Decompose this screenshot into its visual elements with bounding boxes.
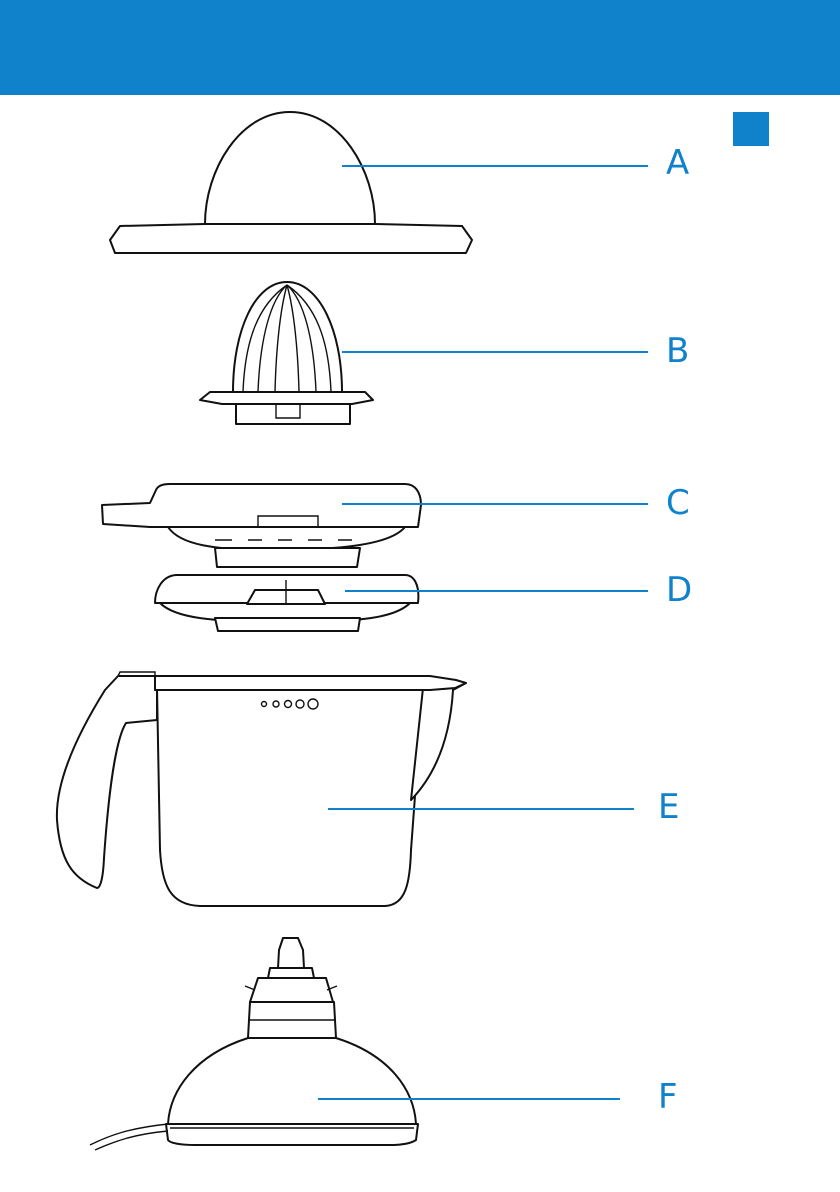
motor-unit-icon	[90, 938, 418, 1150]
part-label-d: D	[666, 573, 692, 607]
part-label-f: F	[658, 1080, 678, 1114]
part-label-a: A	[666, 146, 689, 180]
juice-jug-icon	[57, 672, 466, 906]
pulp-container-icon	[102, 484, 421, 567]
part-label-c: C	[666, 486, 690, 520]
part-label-b: B	[666, 334, 689, 368]
dust-cover-icon	[110, 112, 472, 253]
sieve-icon	[155, 575, 418, 631]
part-label-e: E	[658, 790, 679, 824]
